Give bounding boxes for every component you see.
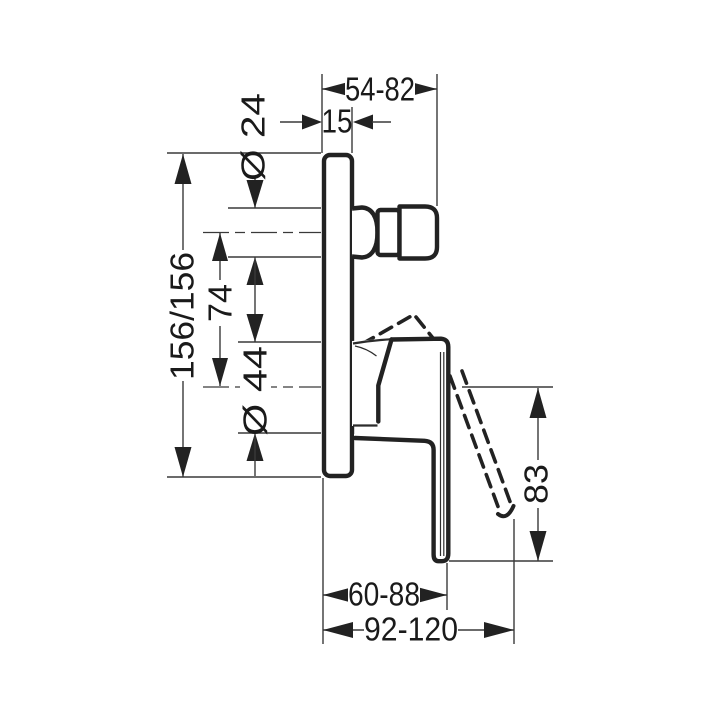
arrow-right-icon xyxy=(302,114,322,130)
arrow-left-icon xyxy=(322,81,352,97)
dim-plate-thickness: 15 xyxy=(280,103,391,140)
lever-handle xyxy=(352,336,451,564)
dim-hub-diameter: Ø 44 xyxy=(237,314,274,476)
dim-label-depth-range-outer: 92-120 xyxy=(364,611,458,648)
dim-label-depth-range-inner: 60-88 xyxy=(348,576,420,613)
handle-swung-edge xyxy=(448,374,502,514)
arrow-up-icon xyxy=(174,154,192,184)
dim-wall-depth-range: 54-82 xyxy=(322,71,437,108)
dim-label-knob-diameter: Ø 24 xyxy=(235,93,272,181)
dim-label-hub-diameter: Ø 44 xyxy=(237,346,274,436)
escutcheon-plate xyxy=(321,152,355,479)
dim-label-axis-spacing: 74 xyxy=(202,284,239,322)
dim-depth-range-inner: 60-88 xyxy=(323,576,447,613)
hub-top-edge xyxy=(352,338,393,345)
dim-label-plate-size: 156/156 xyxy=(164,252,201,380)
arrow-up-icon xyxy=(212,233,228,261)
dim-lever-drop: 83 xyxy=(518,388,555,561)
knob-ring xyxy=(375,207,402,258)
arrow-right-icon xyxy=(417,587,447,603)
arrow-left-icon xyxy=(323,622,353,638)
arrow-left-icon xyxy=(353,114,373,130)
hub-shoulder-curve xyxy=(354,345,377,357)
dim-knob-diameter: Ø 24 xyxy=(235,93,272,342)
arrow-down-icon xyxy=(246,180,264,208)
handle-swung-edge xyxy=(460,369,514,509)
arrow-down-icon xyxy=(246,314,264,342)
dim-label-wall-depth-range: 54-82 xyxy=(345,71,415,108)
lever-base-slant xyxy=(376,337,394,424)
arrow-down-icon xyxy=(212,358,228,386)
arrow-down-icon xyxy=(174,447,192,477)
arrow-up-icon xyxy=(529,388,547,418)
arrow-down-icon xyxy=(529,531,547,561)
knob-cap xyxy=(397,204,440,261)
arrow-left-icon xyxy=(323,587,353,603)
arrow-right-icon xyxy=(484,622,514,638)
lever-outline xyxy=(352,336,451,564)
handle-raised-outline xyxy=(360,312,437,346)
dim-depth-range-outer: 92-120 xyxy=(323,611,514,648)
dim-label-lever-drop: 83 xyxy=(518,464,555,504)
dim-label-plate-thickness: 15 xyxy=(322,103,353,140)
dim-axis-spacing: 74 xyxy=(202,233,239,386)
knob-neck xyxy=(351,205,380,260)
extension-lines xyxy=(167,74,553,644)
dim-plate-size: 156/156 xyxy=(164,154,201,477)
handle-swung-tip xyxy=(496,504,516,519)
diverter-knob xyxy=(351,204,440,261)
